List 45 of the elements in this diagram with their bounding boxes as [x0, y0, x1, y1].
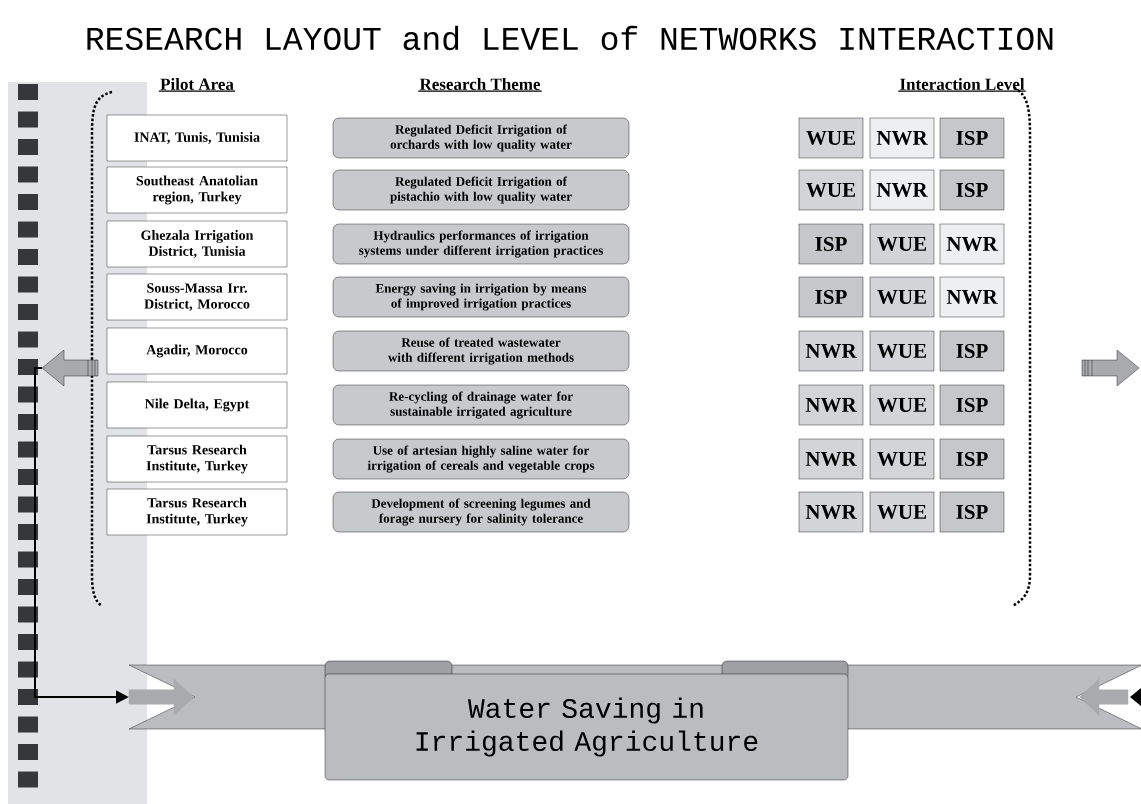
pilot-area-box: Tarsus Research Institute, Turkey [106, 488, 288, 536]
interaction-cell: ISP [798, 276, 864, 318]
interaction-cell: NWR [939, 223, 1005, 265]
research-theme-box: Use of artesian highly saline water for irrigation of cereals and vegetable crops [332, 438, 630, 480]
pilot-area-box: Southeast Anatolian region, Turkey [106, 166, 288, 214]
interaction-cell: NWR [798, 491, 864, 533]
pilot-area-box: Nile Delta, Egypt [106, 381, 288, 429]
research-theme-box: Energy saving in irrigation by means of improved irrigation practices [332, 276, 630, 318]
interaction-cell: NWR [798, 330, 864, 372]
interaction-cell: WUE [798, 169, 864, 211]
interaction-cell: NWR [798, 384, 864, 426]
interaction-cell: ISP [939, 384, 1005, 426]
interaction-cell: ISP [939, 169, 1005, 211]
interaction-cell: ISP [939, 117, 1005, 159]
interaction-cell: NWR [939, 276, 1005, 318]
interaction-cell: WUE [869, 223, 935, 265]
pilot-area-box: Ghezala Irrigation District, Tunisia [106, 220, 288, 268]
interaction-cell: NWR [869, 169, 935, 211]
interaction-cell: WUE [869, 491, 935, 533]
interaction-cell: WUE [869, 438, 935, 480]
interaction-cell: ISP [939, 491, 1005, 533]
scroll-banner: Water Saving in Irrigated Agriculture [324, 660, 849, 781]
interaction-cell: ISP [939, 330, 1005, 372]
column-heading: Pilot Area [158, 78, 236, 92]
interaction-cell: WUE [798, 117, 864, 159]
pilot-area-box: Souss-Massa Irr. District, Morocco [106, 273, 288, 321]
interaction-cell: NWR [798, 438, 864, 480]
research-theme-box: Development of screening legumes and forage nursery for salinity tolerance [332, 491, 630, 533]
research-theme-box: Regulated Deficit Irrigation of pistachio with low quality water [332, 169, 630, 211]
pilot-area-box: Tarsus Research Institute, Turkey [106, 435, 288, 483]
interaction-cell: WUE [869, 330, 935, 372]
interaction-cell: ISP [798, 223, 864, 265]
research-theme-box: Hydraulics performances of irrigation systems under different irrigation practices [332, 223, 630, 265]
interaction-cell: NWR [869, 117, 935, 159]
interaction-cell: WUE [869, 384, 935, 426]
pilot-area-box: Agadir, Morocco [106, 327, 288, 375]
column-heading: Interaction Level [897, 78, 1027, 92]
interaction-cell: ISP [939, 438, 1005, 480]
pilot-area-box: INAT, Tunis, Tunisia [106, 114, 288, 162]
column-heading: Research Theme [417, 78, 543, 92]
title: RESEARCH LAYOUT and LEVEL of NETWORKS INTERACTION [87, 25, 1053, 51]
interaction-cell: WUE [869, 276, 935, 318]
research-theme-box: Regulated Deficit Irrigation of orchards with low quality water [332, 117, 630, 159]
research-theme-box: Re-cycling of drainage water for sustainable irrigated agriculture [332, 384, 630, 426]
research-theme-box: Reuse of treated wastewater with different irrigation methods [332, 330, 630, 372]
